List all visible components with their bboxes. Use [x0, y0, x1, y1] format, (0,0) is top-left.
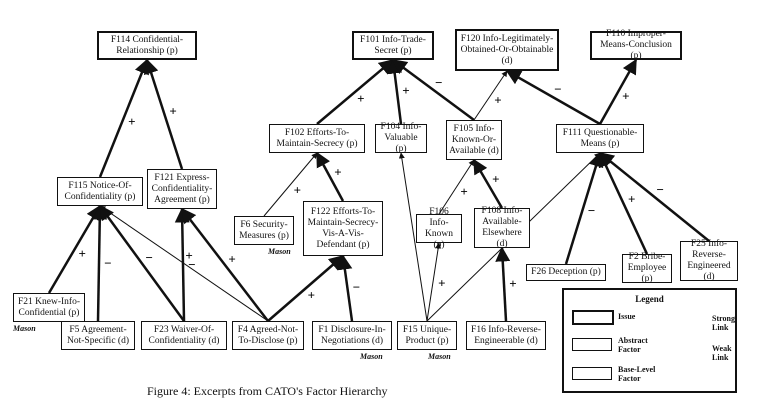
node-f122: F122 Efforts-To-Maintain-Secrecy-Vis-A-V…: [303, 201, 383, 256]
link-sign-f105-to-f101: −: [435, 75, 442, 90]
link-f102-to-f101: [316, 59, 395, 125]
link-sign-f1-to-f122: −: [353, 279, 360, 294]
node-f6: F6 Security-Measures (p): [234, 216, 294, 245]
link-sign-f102-to-f101: +: [357, 91, 364, 106]
link-f23-to-f121: [174, 207, 190, 322]
node-f101: F101 Info-Trade-Secret (p): [352, 31, 434, 60]
node-f111: F111 Questionable-Means (p): [556, 124, 644, 153]
link-f105-to-f120: [473, 70, 508, 121]
link-sign-f122-to-f102: +: [334, 165, 341, 180]
link-sign-f4-to-f122: +: [308, 287, 315, 302]
link-sign-f23-to-f115: −: [146, 250, 153, 265]
mason-label-f21: Mason: [13, 324, 36, 333]
link-f26-to-f111: [564, 151, 604, 265]
node-f105: F105 Info-Known-Or-Available (d): [446, 120, 502, 160]
legend-base-label: Base-Level Factor: [618, 365, 656, 383]
node-f115: F115 Notice-Of-Confidentiality (p): [57, 177, 143, 206]
legend-weak-label: Weak Link: [712, 344, 732, 362]
legend-base-swatch: [572, 367, 612, 380]
link-f115-to-f114: [98, 58, 149, 178]
link-f6-to-f102: [263, 152, 318, 217]
node-f21: F21 Knew-Info-Confidential (p): [13, 293, 85, 322]
link-sign-f4-to-f121: +: [228, 252, 235, 267]
link-f111-to-f110: [598, 58, 638, 125]
link-sign-f121-to-f114: +: [169, 104, 176, 119]
link-sign-f104-to-f101: +: [402, 83, 409, 98]
legend-abstract-label: Abstract Factor: [618, 336, 648, 354]
node-f121: F121 Express-Confidentiality-Agreement (…: [147, 169, 217, 209]
link-f1-to-f122: [337, 254, 354, 322]
link-f23-to-f115: [98, 204, 186, 322]
link-f4-to-f122: [267, 255, 345, 322]
legend: Legend Issue Abstract Factor Base-Level …: [562, 288, 737, 393]
legend-strong-label: Strong Link: [712, 314, 735, 332]
node-f102: F102 Efforts-To-Maintain-Secrecy (p): [269, 124, 365, 153]
link-f16-to-f108: [495, 246, 511, 322]
node-f25: F25 Info-Reverse-Engineered (d): [680, 239, 738, 282]
link-sign-f15-to-f106: +: [438, 275, 445, 290]
link-sign-f111-to-f110: +: [622, 88, 629, 103]
link-sign-f2-to-f111: +: [628, 192, 635, 207]
legend-abstract-swatch: [572, 338, 612, 351]
link-f108-to-f105: [472, 158, 504, 209]
link-f111-to-f120: [505, 69, 601, 126]
link-sign-f108-to-f105: +: [492, 171, 499, 186]
mason-label-f6: Mason: [268, 247, 291, 256]
node-f23: F23 Waiver-Of-Confidentiality (d): [141, 321, 227, 350]
node-f15: F15 Unique-Product (p): [397, 321, 457, 350]
link-sign-f21-to-f115: +: [79, 246, 86, 261]
link-f105-to-f101: [391, 58, 475, 122]
node-f16: F16 Info-Reverse-Engineerable (d): [466, 321, 546, 350]
link-sign-f111-to-f120: −: [554, 82, 561, 97]
link-f4-to-f121: [181, 207, 269, 322]
node-f120: F120 Info-Legitimately-Obtained-Or-Obtai…: [455, 29, 559, 71]
link-sign-f16-to-f108: +: [509, 276, 516, 291]
node-f104: F104 Info-Valuable (p): [375, 122, 427, 154]
link-f2-to-f111: [598, 151, 649, 255]
link-sign-f5-to-f115: −: [104, 256, 111, 271]
link-sign-f26-to-f111: −: [588, 203, 595, 218]
link-f122-to-f102: [315, 151, 345, 202]
node-f1: F1 Disclosure-In-Negotiations (d): [312, 321, 392, 350]
link-f21-to-f115: [47, 204, 102, 294]
link-f106-to-f105: [438, 159, 475, 215]
link-sign-f6-to-f102: +: [294, 182, 301, 197]
link-f104-to-f101: [387, 58, 403, 125]
link-sign-f105-to-f120: +: [494, 93, 501, 108]
legend-issue-label: Issue: [618, 312, 636, 321]
link-f15-to-f106: [426, 242, 442, 322]
node-f4: F4 Agreed-Not-To-Disclose (p): [232, 321, 304, 350]
link-sign-f4-to-f115: +: [185, 248, 192, 263]
node-f114: F114 Confidential-Relationship (p): [97, 31, 197, 60]
legend-title: Legend: [635, 294, 664, 304]
mason-label-f1: Mason: [360, 352, 383, 361]
link-sign-f115-to-f114: +: [128, 114, 135, 129]
node-f5: F5 Agreement-Not-Specific (d): [61, 321, 135, 350]
node-f106: F106 Info-Known (p): [416, 207, 462, 250]
link-f121-to-f114: [143, 58, 184, 170]
link-sign-f23-to-f121: −: [188, 257, 195, 272]
legend-issue-swatch: [572, 310, 614, 325]
node-f2: F2 Bribe-Employee (p): [622, 252, 672, 284]
node-f110: F110 Improper-Means-Conclusion (p): [590, 29, 682, 61]
link-sign-f25-to-f111: −: [656, 182, 663, 197]
node-f26: F26 Deception (p): [526, 264, 606, 281]
link-sign-f106-to-f105: +: [460, 184, 467, 199]
link-f25-to-f111: [598, 152, 710, 242]
link-f15-to-f104: [398, 152, 428, 322]
mason-label-f15: Mason: [428, 352, 451, 361]
figure-caption: Figure 4: Excerpts from CATO's Factor Hi…: [147, 384, 388, 398]
node-f108: F108 Info-Available-Elsewhere (d): [474, 206, 530, 249]
link-f5-to-f115: [92, 204, 108, 322]
